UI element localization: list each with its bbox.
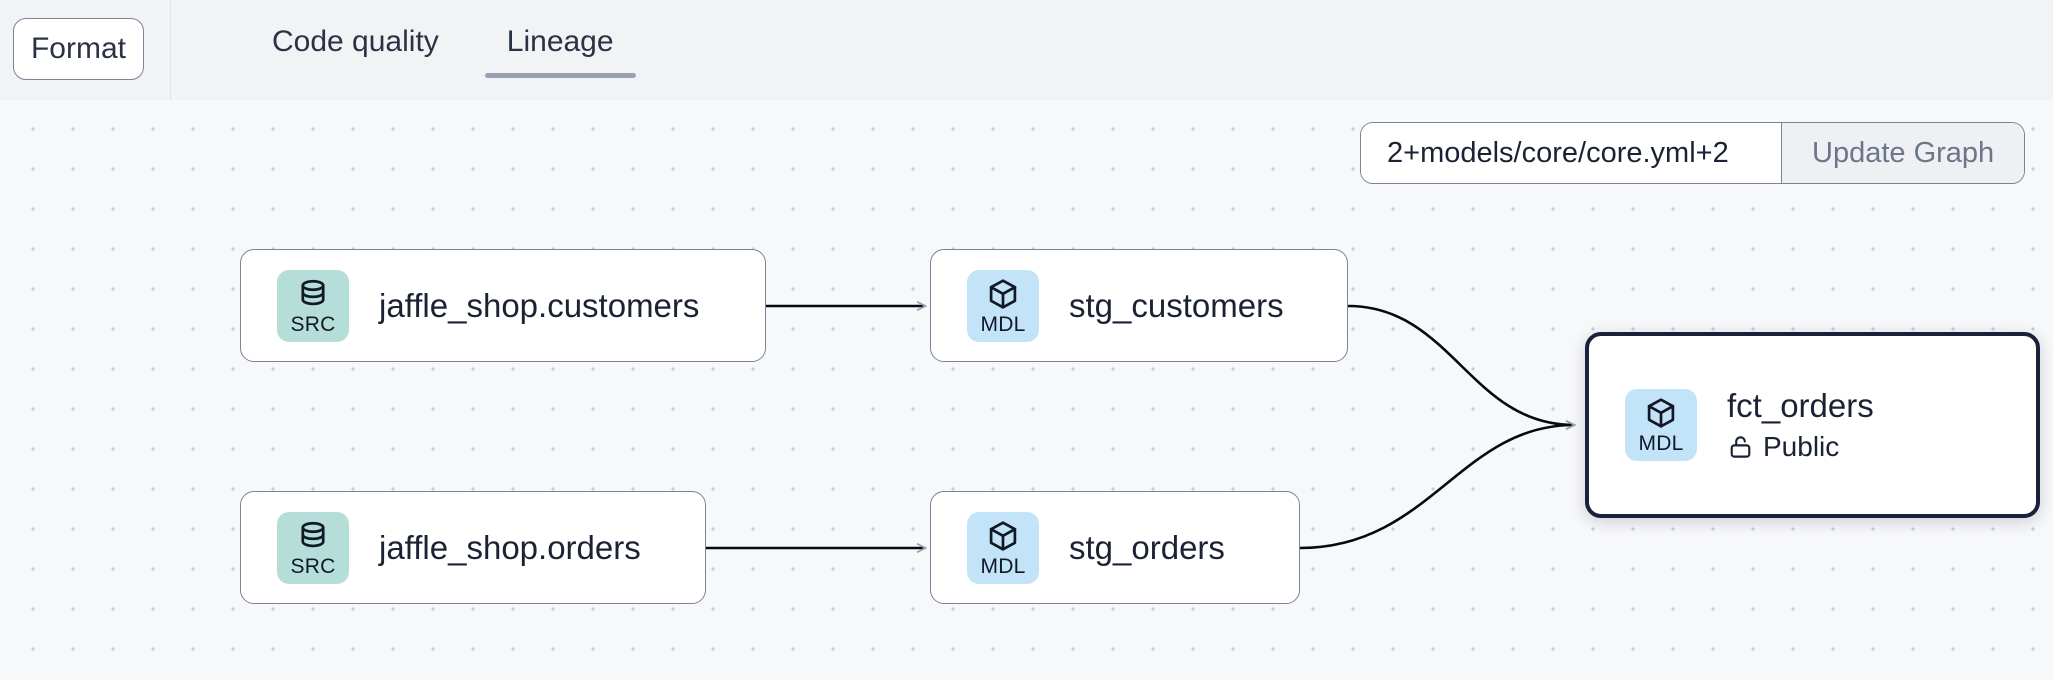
badge-src-label: SRC [290,312,336,336]
cube-icon [989,278,1017,309]
lineage-node-jaffle-shop-orders[interactable]: SRC jaffle_shop.orders [240,491,706,604]
node-title: stg_orders [1069,528,1225,566]
badge-mdl: MDL [967,511,1039,584]
node-title: stg_customers [1069,286,1284,324]
database-icon [301,279,325,305]
badge-src-label: SRC [290,554,336,578]
node-body: jaffle_shop.customers [379,287,699,325]
unlock-icon [1730,436,1751,459]
editor-toolbar: Format Code quality Lineage [0,0,2053,100]
cube-icon [1647,398,1675,428]
tab-code-quality-label: Code quality [272,25,439,58]
node-title: jaffle_shop.customers [379,286,700,324]
badge-mdl-label: MDL [980,554,1026,578]
lineage-node-jaffle-shop-customers[interactable]: SRC jaffle_shop.customers [240,249,766,362]
node-body: jaffle_shop.orders [379,529,641,567]
badge-mdl-label: MDL [980,312,1026,336]
node-body: stg_orders [1069,529,1225,567]
badge-src: SRC [277,511,349,584]
format-button[interactable]: Format [13,18,144,80]
badge-mdl: MDL [1625,389,1697,461]
graph-selector-input[interactable] [1361,123,1781,183]
node-visibility: Public [1727,431,1874,463]
lineage-canvas[interactable]: SRC jaffle_shop.customers MDL stg_custom… [0,100,2053,680]
badge-mdl-label: MDL [1638,432,1684,455]
format-zone: Format [0,0,171,100]
node-body: stg_customers [1069,287,1284,325]
tab-bar: Code quality Lineage [171,0,648,100]
database-icon [301,521,325,547]
node-body: fct_orders Public [1727,387,1874,463]
tab-code-quality[interactable]: Code quality [238,0,473,100]
edge-stg-customers-to-fct-orders [1347,304,1574,425]
tab-lineage-label: Lineage [506,25,614,58]
lineage-node-stg-orders[interactable]: MDL stg_orders [930,491,1300,604]
cube-icon [989,520,1017,551]
lineage-node-fct-orders[interactable]: MDL fct_orders Public [1585,332,2040,518]
edge-stg-orders-to-fct-orders [1299,425,1574,550]
node-title: jaffle_shop.orders [379,528,641,566]
selector-group: Update Graph [1360,122,2026,184]
badge-mdl: MDL [967,269,1039,342]
node-visibility-label: Public [1763,430,1840,462]
graph-controls: Update Graph [1360,122,2053,184]
node-title: fct_orders [1727,387,1874,425]
lineage-node-stg-customers[interactable]: MDL stg_customers [930,249,1348,362]
update-graph-button[interactable]: Update Graph [1781,123,2025,183]
tab-lineage[interactable]: Lineage [473,0,648,100]
badge-src: SRC [277,269,349,342]
